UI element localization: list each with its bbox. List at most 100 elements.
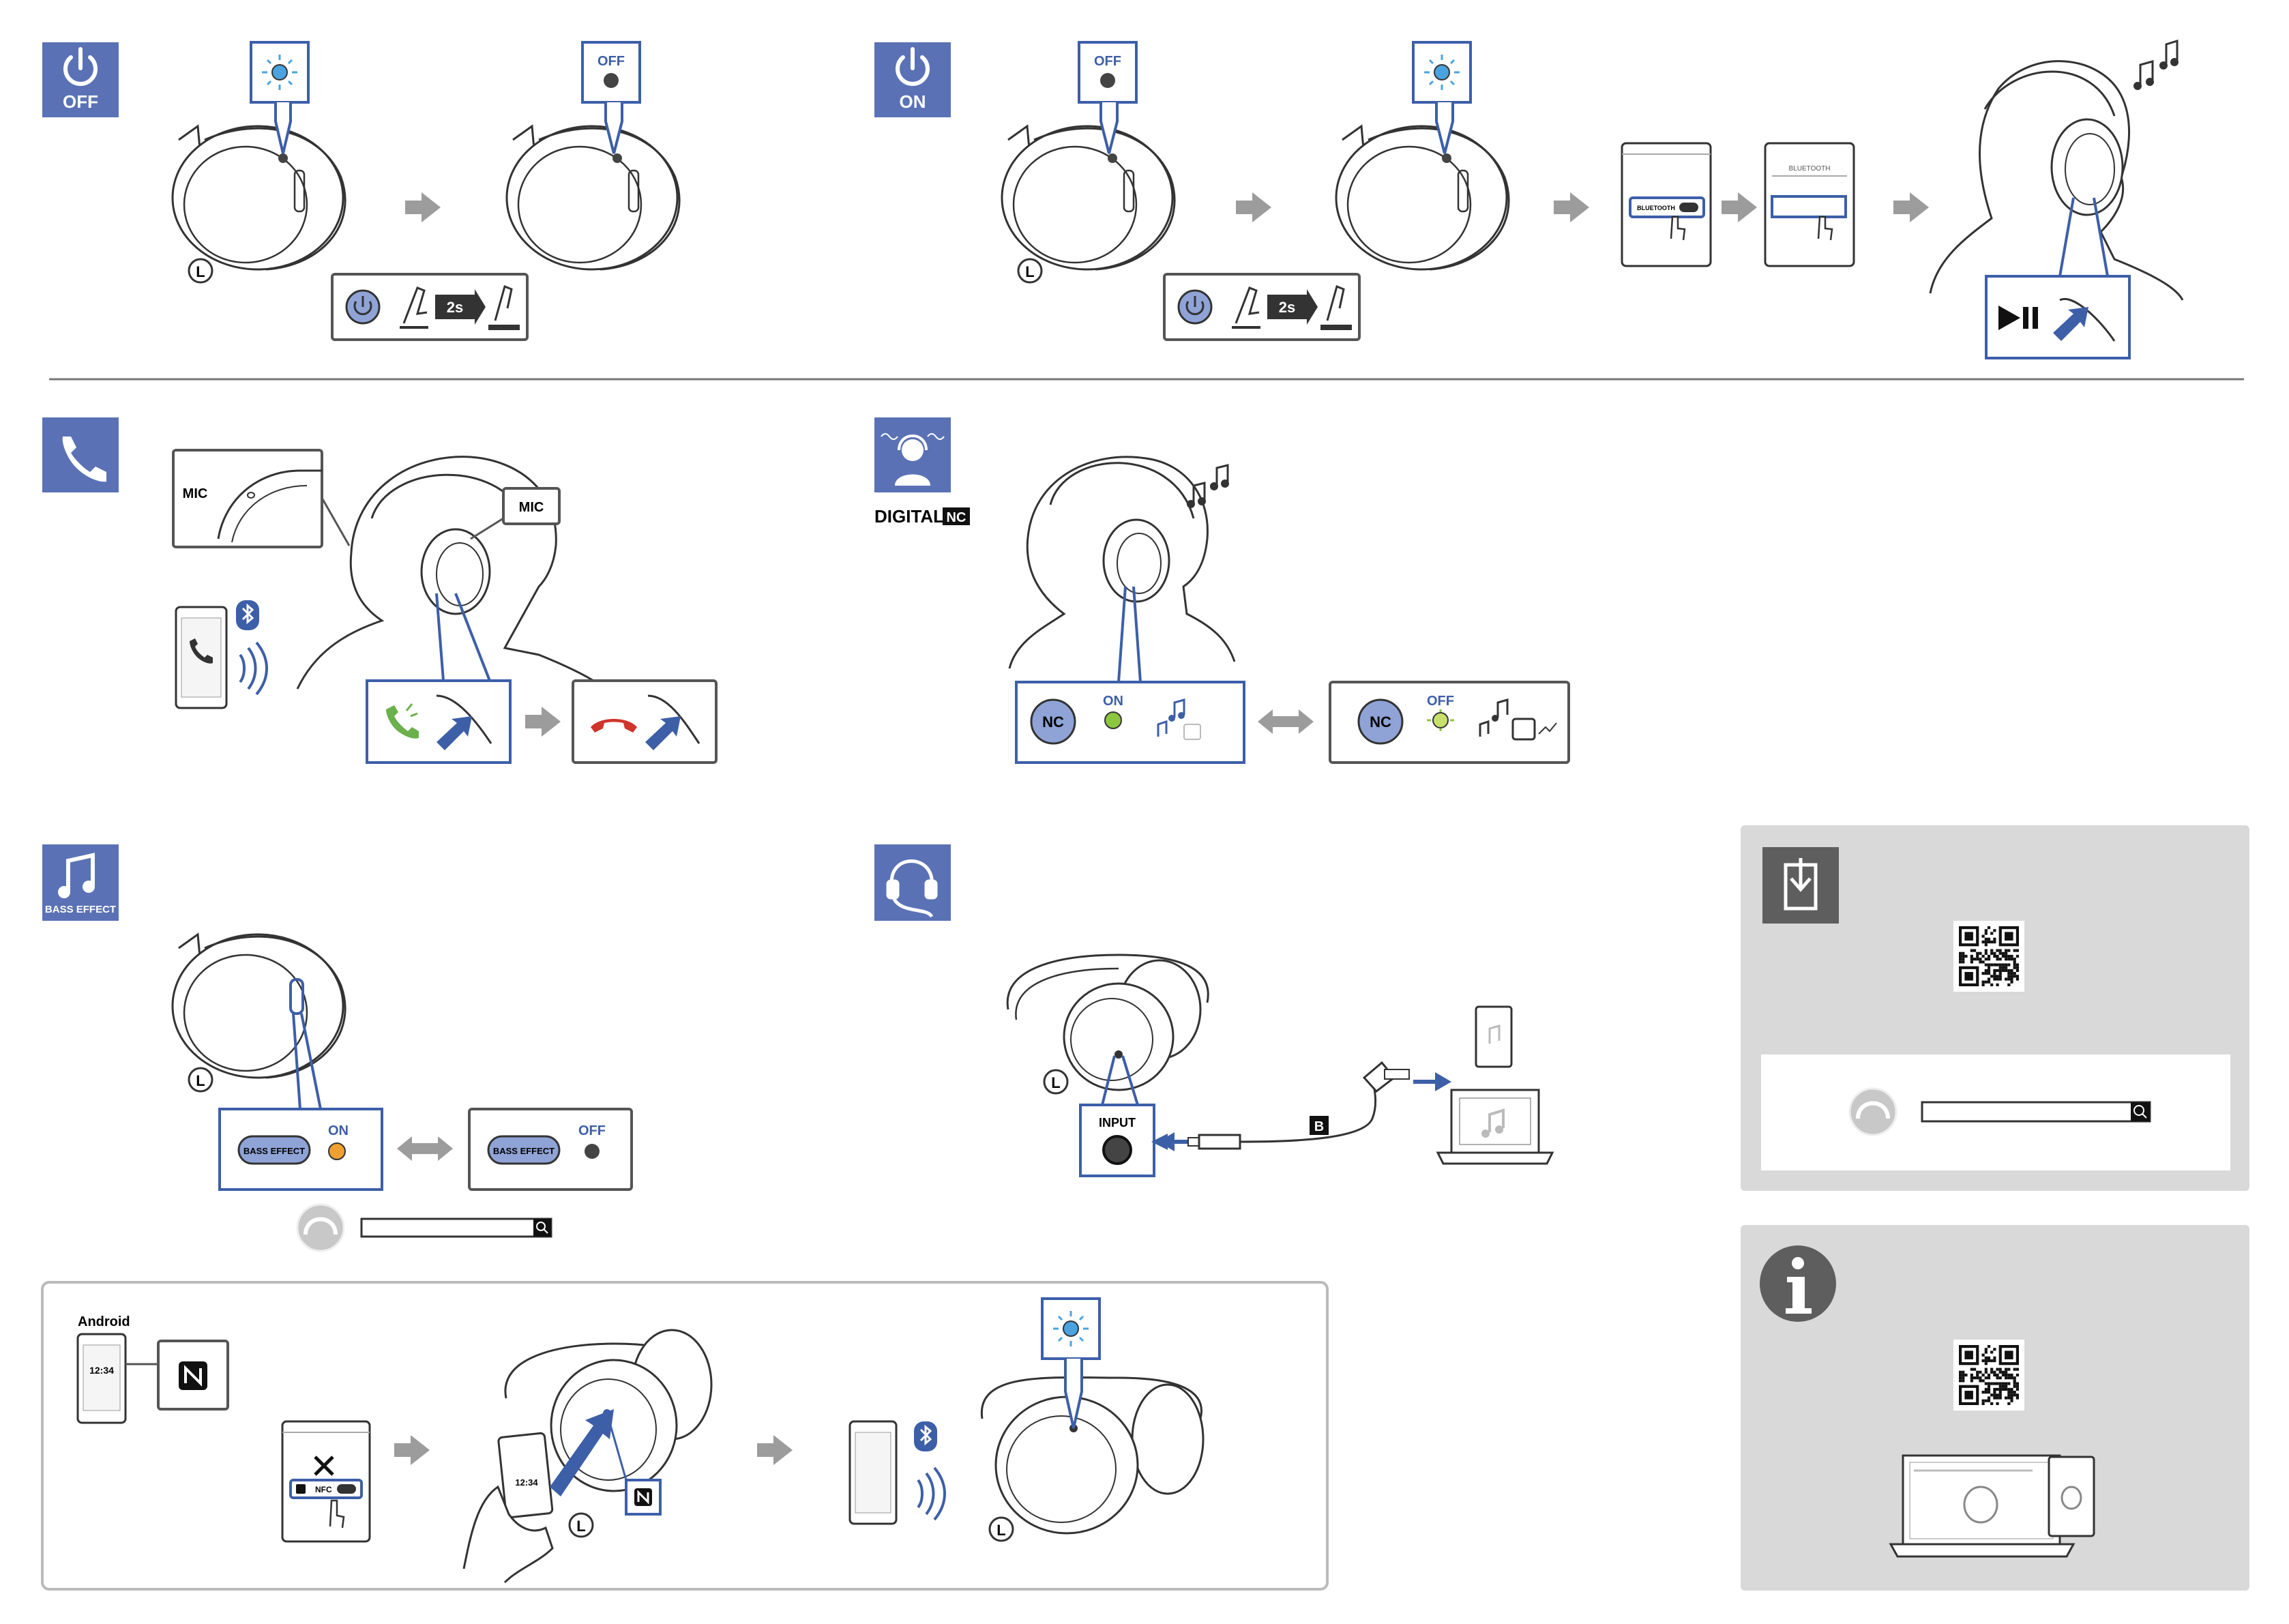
nfc-icon — [634, 1488, 652, 1506]
phone-help-guide — [2048, 1456, 2095, 1537]
led-green-on — [1104, 711, 1122, 729]
mic-closeup-callout: MIC — [172, 449, 351, 548]
svg-text:MIC: MIC — [519, 500, 544, 515]
digital-nc-logo: DIGITAL NC — [874, 506, 970, 527]
music-notes-icon — [1187, 464, 1229, 508]
end-call-callout — [572, 679, 718, 764]
power-icon — [63, 47, 98, 86]
svg-text:OFF: OFF — [578, 1123, 606, 1138]
person-head-side — [296, 456, 615, 697]
music-quiet-icon — [1157, 698, 1201, 740]
finger-press-icon — [400, 286, 428, 329]
svg-text:INPUT: INPUT — [1099, 1116, 1136, 1130]
svg-text:2s: 2s — [447, 299, 463, 316]
led-callout-off: OFF — [581, 41, 641, 154]
noise-cancel-icon — [881, 433, 945, 486]
headphone-earcup-on-1 — [1001, 124, 1176, 271]
svg-text:OFF: OFF — [1094, 54, 1121, 69]
arrow-right-icon — [1722, 192, 1757, 222]
nc-badge — [874, 417, 951, 492]
phone-nfc-settings: NFC — [281, 1420, 371, 1543]
power-off-badge-label: OFF — [63, 91, 98, 112]
person-wearing-headphones-nc — [1008, 456, 1236, 669]
smartphone-incoming-call — [175, 600, 268, 709]
bass-on-callout: BASS EFFECT ON — [218, 1013, 383, 1191]
headphones-app-icon — [296, 1203, 345, 1252]
svg-text:L: L — [996, 1522, 1005, 1539]
call-section: MIC MIC — [42, 417, 718, 764]
nfc-icon — [179, 1361, 207, 1390]
svg-text:ON: ON — [328, 1123, 349, 1138]
svg-text:ON: ON — [1103, 694, 1123, 709]
hold-timer-icon: 2s — [435, 289, 486, 325]
svg-text:OFF: OFF — [597, 54, 625, 69]
cable-label-B: B — [1310, 1116, 1329, 1135]
led-orange-on — [328, 1142, 346, 1160]
led-callout-off: OFF — [1078, 41, 1138, 154]
arrow-right-icon — [1554, 192, 1589, 222]
power-off-badge: OFF — [42, 42, 119, 117]
side-marker-L: L — [568, 1512, 594, 1538]
laptop-help-guide — [1889, 1454, 2076, 1558]
app-search-bar — [296, 1203, 552, 1252]
svg-text:BASS EFFECT: BASS EFFECT — [493, 1146, 555, 1156]
svg-text:NFC: NFC — [315, 1485, 332, 1494]
audio-cable: B — [1151, 1061, 1451, 1151]
led-callout-blinking — [1041, 1297, 1101, 1429]
music-note-icon — [1488, 1108, 1505, 1132]
wired-badge — [874, 844, 951, 921]
arrow-right-icon — [405, 192, 441, 222]
finger-release-icon — [488, 284, 520, 330]
svg-text:MIC: MIC — [183, 486, 208, 501]
svg-text:BLUETOOTH: BLUETOOTH — [1637, 205, 1675, 211]
arrow-right-icon — [1236, 192, 1271, 222]
qr-code-app — [1953, 921, 2024, 992]
svg-text:NC: NC — [1042, 713, 1064, 730]
smartphone-bluetooth-settings: BLUETOOTH — [1621, 142, 1712, 267]
svg-text:NC: NC — [947, 510, 966, 525]
smartphone-music — [1475, 1005, 1513, 1068]
headphones-folded-view — [1006, 954, 1209, 1091]
android-phone: 12:34 — [76, 1333, 127, 1424]
search-icon — [536, 1222, 548, 1234]
music-note-icon — [1488, 1024, 1501, 1044]
svg-text:BASS EFFECT: BASS EFFECT — [243, 1146, 305, 1156]
svg-text:L: L — [576, 1518, 585, 1535]
nfc-logo-callout — [125, 1340, 229, 1411]
svg-text:BLUETOOTH: BLUETOOTH — [1789, 165, 1831, 173]
music-note-icon — [58, 853, 95, 898]
music-notes-icon — [2133, 39, 2179, 90]
bluetooth-icon — [914, 1421, 937, 1451]
noise-cancel-section: DIGITAL NC NC ON — [874, 417, 1570, 764]
power-hold-instruction: 2s — [331, 273, 529, 341]
svg-text:OFF: OFF — [1427, 694, 1454, 709]
bass-effect-button: BASS EFFECT — [237, 1135, 311, 1165]
svg-text:NC: NC — [1370, 713, 1391, 730]
headphone-paired-view: L — [980, 1376, 1205, 1542]
hand-holding-phone: 12:34 — [462, 1432, 554, 1584]
phone-icon — [190, 638, 213, 664]
answer-call-callout — [366, 593, 512, 764]
bass-off-callout: BASS EFFECT OFF — [468, 1108, 633, 1191]
svg-text:L: L — [196, 1072, 205, 1089]
settings-tools-icon — [314, 1456, 334, 1476]
phone-bluetooth-connected — [848, 1420, 946, 1525]
led-blue-blink-icon — [1053, 1311, 1089, 1346]
power-hold-instruction: 2s — [1163, 273, 1361, 341]
headphone-earcup-bass — [171, 932, 346, 1079]
headphone-earcup-left-off — [505, 124, 681, 271]
arrow-right-icon — [525, 707, 561, 737]
led-callout-blinking — [1412, 41, 1472, 154]
download-icon — [1784, 858, 1818, 911]
bass-effect-section: BASS EFFECT L BASS EFFECT ON — [42, 844, 633, 1252]
double-arrow-icon — [397, 1136, 453, 1161]
bass-effect-badge: BASS EFFECT — [42, 844, 119, 921]
side-marker-L: L — [188, 258, 213, 284]
wired-connection-section: L INPUT B — [874, 844, 1554, 1177]
input-jack-callout: INPUT — [1079, 1055, 1155, 1177]
call-badge — [42, 417, 119, 492]
tap-arrow-icon — [550, 1409, 614, 1496]
wireless-signal-icon — [239, 641, 268, 696]
answer-call-icon — [386, 705, 419, 739]
led-blue-blink-icon — [1424, 55, 1460, 90]
